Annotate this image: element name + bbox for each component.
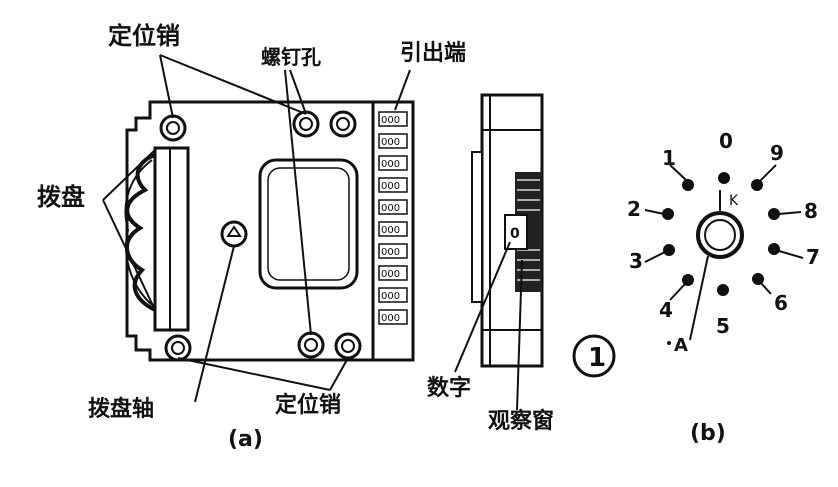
side-mount-plate xyxy=(471,151,483,303)
contact-dot-4 xyxy=(682,274,694,286)
screw-hole-bottom-left xyxy=(297,331,325,359)
contact-dot-6 xyxy=(752,273,764,285)
switch-front-view: 000 000 000 000 000 000 000 000 000 000 xyxy=(124,100,415,362)
contact-leader-2 xyxy=(644,209,665,215)
contact-dot-5 xyxy=(717,284,729,296)
contact-label-9: 9 xyxy=(770,141,784,165)
label-locating-pin-top: 定位销 xyxy=(108,22,180,50)
caption-b: (b) xyxy=(690,421,726,446)
terminal-slot xyxy=(378,243,408,259)
label-locating-pin-bottom: 定位销 xyxy=(275,392,341,418)
terminal-slot xyxy=(378,111,408,127)
terminal-digits: 000 xyxy=(381,247,400,258)
dial-strip xyxy=(153,146,190,332)
circled-numeral-text: 1 xyxy=(588,343,606,373)
leader-lines-side xyxy=(454,241,523,411)
contact-label-5: 5 xyxy=(716,314,730,338)
contact-dot-3 xyxy=(663,244,675,256)
locating-pin-bottom-right xyxy=(334,332,362,360)
screw-hole-top-left xyxy=(292,110,320,138)
terminal-digits: 000 xyxy=(381,137,400,148)
terminal-slot xyxy=(378,287,408,303)
dial-shaft xyxy=(220,220,248,248)
contact-dot-9 xyxy=(751,179,763,191)
contact-dot-0 xyxy=(718,172,730,184)
terminal-digits: 000 xyxy=(381,225,400,236)
contact-leader-3 xyxy=(644,251,666,263)
contact-label-6: 6 xyxy=(774,291,788,315)
terminal-slot xyxy=(378,199,408,215)
terminal-digits: 000 xyxy=(381,291,400,302)
terminal-rows: 000 000 000 000 000 000 000 000 000 000 xyxy=(378,111,408,325)
common-terminal-inner xyxy=(704,219,736,251)
terminal-slot xyxy=(378,177,408,193)
contact-leader-4 xyxy=(669,283,686,301)
side-digit: 0 xyxy=(510,226,520,242)
circled-numeral: 1 xyxy=(572,334,616,378)
center-label-k: K xyxy=(729,193,739,209)
contact-diagram: 0 1 2 3 4 5 67 8 9 K A xyxy=(627,129,820,356)
locating-pin-top-left xyxy=(159,114,187,142)
leader-lines-a xyxy=(102,54,411,403)
terminal-digits: 000 xyxy=(381,115,400,126)
caption-a: (a) xyxy=(228,427,263,452)
contact-dot-7 xyxy=(768,243,780,255)
label-lead-out-terminal: 引出端 xyxy=(400,41,466,66)
switch-side-view: 0 xyxy=(471,93,544,368)
locating-pin-bottom-left xyxy=(164,334,192,362)
contact-leader-7 xyxy=(778,250,804,259)
contact-label-2: 2 xyxy=(627,197,641,221)
contact-leader-8 xyxy=(778,211,802,215)
terminal-slot xyxy=(378,221,408,237)
contact-label-3: 3 xyxy=(629,249,643,273)
terminal-slot xyxy=(378,309,408,325)
contact-label-8: 8 xyxy=(804,199,818,223)
contact-label-4: 4 xyxy=(659,298,673,322)
contact-label-0: 0 xyxy=(719,129,733,153)
terminal-slot xyxy=(378,155,408,171)
common-lead xyxy=(689,255,709,341)
label-observation-window: 观察窗 xyxy=(488,408,554,434)
contact-dot-1 xyxy=(682,179,694,191)
contact-label-1: 1 xyxy=(662,146,676,170)
label-dial-shaft: 拨盘轴 xyxy=(88,396,154,422)
contact-leader-9 xyxy=(759,164,777,182)
display-window xyxy=(258,158,359,290)
common-label-a: A xyxy=(674,335,688,356)
terminal-digits: 000 xyxy=(381,159,400,170)
contact-leader-6 xyxy=(760,282,772,295)
contact-dot-2 xyxy=(662,208,674,220)
contact-label-7: 7 xyxy=(806,245,820,269)
label-dial: 拨盘 xyxy=(37,183,85,211)
terminal-digits: 000 xyxy=(381,203,400,214)
terminal-digits: 000 xyxy=(381,269,400,280)
label-screw-hole: 螺钉孔 xyxy=(261,45,321,69)
terminal-slot xyxy=(378,133,408,149)
terminal-digits: 000 xyxy=(381,181,400,192)
contact-leader-1 xyxy=(669,164,687,181)
contact-dots: 0 1 2 3 4 5 67 8 9 xyxy=(627,129,820,338)
terminal-digits: 000 xyxy=(381,313,400,324)
screw-hole-top-right xyxy=(329,110,357,138)
label-digit: 数字 xyxy=(427,375,471,401)
terminal-slot xyxy=(378,265,408,281)
contact-dot-8 xyxy=(768,208,780,220)
